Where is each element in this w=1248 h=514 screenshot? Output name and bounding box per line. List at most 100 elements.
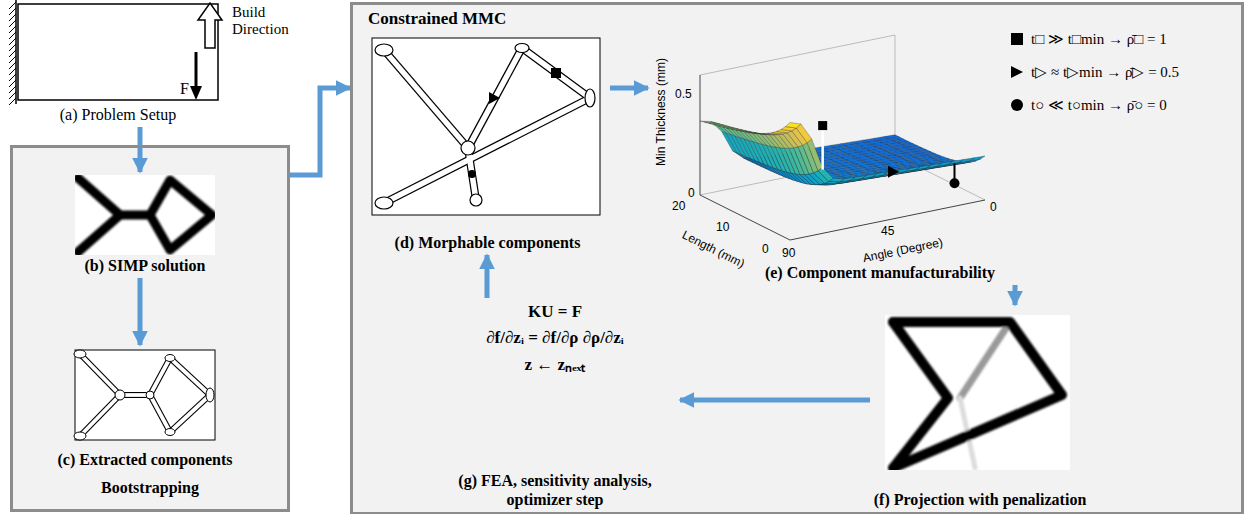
problem-setup-figure (9, 8, 16, 15)
morphable-components-image (515, 44, 529, 53)
morphable-components-image (551, 68, 561, 78)
caption: (b) SIMP solution (45, 256, 245, 275)
surface-plot (950, 178, 960, 188)
legend-row: t□ ≫ t□min → ρ̄□ = 1 (1010, 30, 1167, 48)
extracted-components-image (74, 350, 214, 440)
legend-symbol (1010, 98, 1024, 112)
flow-arrow (138, 127, 143, 172)
flow-arrow (610, 86, 648, 91)
problem-setup-figure (9, 68, 16, 75)
simp-solution-image (78, 178, 120, 252)
surface-plot (700, 155, 985, 200)
problem-setup-figure (9, 80, 16, 87)
surface-plot (818, 167, 833, 181)
problem-setup-figure (198, 3, 222, 48)
problem-setup-figure (9, 0, 222, 105)
tick-label: 0 (762, 243, 769, 257)
caption: (d) Morphable components (365, 233, 610, 252)
simp-solution-image (75, 175, 215, 255)
surface-plot (786, 123, 801, 128)
morphable-components-image (375, 197, 393, 209)
subfigure: (c) Extracted components (45, 345, 245, 472)
extracted-components-image (115, 390, 125, 400)
problem-setup-figure (195, 52, 198, 86)
morphable-components-image (384, 48, 590, 203)
panel-ground (10, 145, 290, 512)
tick-label: 45 (881, 225, 894, 239)
flow-arrow (680, 398, 870, 403)
extracted-components-image (165, 429, 175, 436)
bootstrapping-panel: Bootstrapping (b) SIMP solution (c) Extrac… (10, 145, 290, 512)
direction-label: Build Direction (232, 4, 308, 39)
problem-setup-figure (9, 26, 16, 33)
morphable-components-image (489, 92, 500, 104)
subfigure: (f) Projection with penalization (870, 305, 1090, 512)
subfigure: KU = F∂f/∂zᵢ = ∂f/∂ρ ∂ρ/∂zᵢz ← zₙₑₓₜ(g) … (430, 298, 680, 512)
caption: (a) Problem Setup (0, 105, 236, 124)
problem-setup-figure (9, 86, 16, 93)
simp-solution-image (75, 175, 215, 255)
extracted-components-image (74, 432, 86, 440)
legend-text: t▷ ≈ t▷min → ρ̄▷ = 0.5 (1031, 63, 1179, 81)
caption: (f) Projection with penalization (870, 490, 1090, 509)
surface-plot (888, 166, 899, 178)
problem-setup-figure (9, 2, 16, 9)
simp-solution-image (78, 178, 212, 252)
panel-ground (350, 2, 1244, 512)
problem-setup-figure (9, 50, 16, 57)
axis-title: Min Thickness (mm) (655, 58, 669, 166)
problem-setup-figure (9, 14, 16, 21)
caption: (c) Extracted components (45, 450, 245, 469)
flow-arrow (485, 255, 490, 298)
tick-label: 10 (716, 221, 729, 235)
caption: (e) Component manufacturability (648, 263, 1112, 282)
morphable-components-image (468, 170, 476, 178)
flow-arrow (138, 278, 143, 345)
surface-plot (796, 124, 811, 143)
problem-setup-figure (9, 62, 16, 69)
tick-label: 0 (990, 201, 997, 215)
tick-label: 0.5 (675, 88, 692, 102)
problem-setup-figure (9, 38, 16, 45)
problem-setup-figure (9, 98, 16, 105)
projection-image (960, 322, 1010, 398)
surface-plot (807, 139, 822, 171)
extracted-components-image (206, 388, 214, 402)
projection-image (893, 322, 1062, 468)
problem-setup-figure (18, 4, 218, 100)
tick-label: 90 (782, 247, 795, 261)
legend-text: t○ ≪ t○min → ρ̄○ = 0 (1031, 96, 1167, 114)
simp-solution-image (150, 180, 212, 250)
extracted-components-image (75, 350, 215, 440)
legend-symbol (1011, 99, 1023, 111)
legend-text: t□ ≫ t□min → ρ̄□ = 1 (1031, 30, 1167, 48)
panel-title: Constrained MMC (368, 9, 1226, 29)
equation: ∂f/∂zᵢ = ∂f/∂ρ ∂ρ/∂zᵢ (430, 328, 680, 348)
legend-row: t▷ ≈ t▷min → ρ̄▷ = 0.5 (1010, 63, 1179, 81)
flow-arrow (290, 88, 350, 175)
problem-setup-figure (9, 20, 16, 27)
legend-symbol (1011, 33, 1023, 45)
tick-label: 20 (672, 200, 685, 214)
projection-image (885, 315, 1070, 470)
projection-image (893, 322, 1062, 468)
caption: (g) FEA, sensitivity analysis, optimizer… (430, 471, 680, 509)
surface-plot (700, 195, 985, 240)
tick-label: 0 (688, 187, 695, 201)
panel-title: Bootstrapping (13, 478, 287, 497)
problem-setup-figure (15, 0, 17, 104)
problem-setup-figure (9, 74, 16, 81)
extracted-components-image (74, 350, 86, 358)
problem-setup-figure (9, 32, 16, 39)
legend-symbol (1010, 65, 1024, 79)
morphable-components-image (461, 141, 475, 155)
equation: KU = F (430, 302, 680, 322)
extracted-components-image (74, 350, 215, 440)
legend-row: t○ ≪ t○min → ρ̄○ = 0 (1010, 96, 1167, 114)
morphable-components-image (375, 44, 595, 210)
problem-setup-figure (190, 86, 202, 100)
subfigure: (b) SIMP solution (45, 172, 245, 278)
surface-plot (700, 121, 985, 185)
legend-symbol (1010, 32, 1024, 46)
panel-ground (10, 2, 1244, 512)
